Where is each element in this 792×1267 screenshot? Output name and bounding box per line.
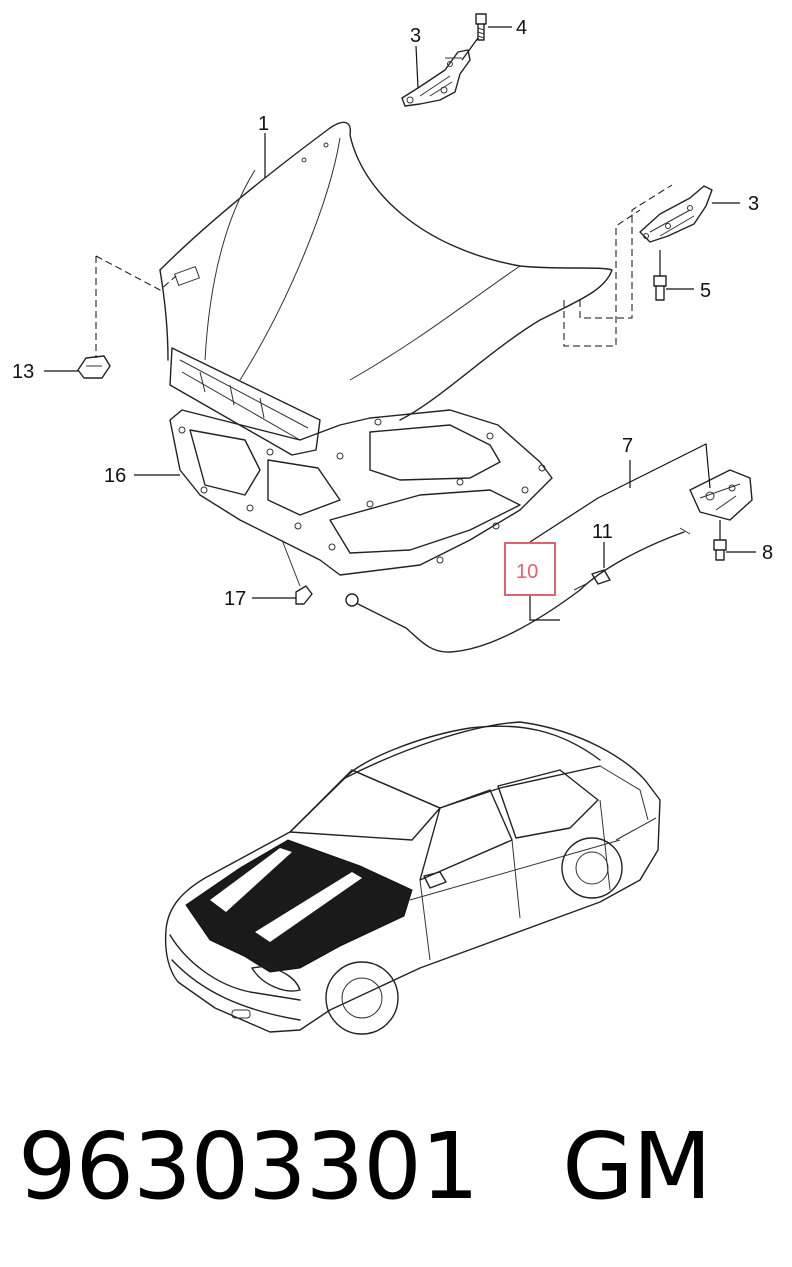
callout-1: 1: [258, 113, 269, 135]
parts-diagram: 1 3 4 3 5 13 16 7 11 8 10 17: [12, 13, 773, 1035]
callout-8: 8: [762, 542, 773, 564]
hood-latch-7: [689, 469, 753, 521]
brand-name: GM: [562, 1113, 712, 1220]
callout-13: 13: [12, 361, 34, 383]
callout-5: 5: [700, 280, 711, 302]
car-illustration: [164, 721, 661, 1035]
callout-3-right: 3: [748, 193, 759, 215]
callout-4: 4: [516, 17, 527, 39]
hinge-right: [639, 185, 713, 243]
bumper-13: [77, 355, 111, 379]
hood-insulator: [169, 409, 553, 576]
part-number: 96303301: [18, 1113, 479, 1220]
bolt-4: [475, 13, 487, 41]
callout-16: 16: [104, 465, 126, 487]
part-caption: 96303301 GM: [18, 1112, 778, 1222]
hood: [159, 121, 613, 456]
callout-17: 17: [224, 588, 246, 610]
bolt-8: [713, 539, 727, 561]
grommet-17: [295, 585, 313, 605]
callout-3-upper: 3: [410, 25, 421, 47]
callout-7: 7: [622, 435, 633, 457]
hinge-upper: [401, 49, 471, 107]
callout-11: 11: [592, 521, 613, 543]
highlight-box: [504, 542, 556, 596]
hood-release-cable: [345, 527, 691, 653]
bolt-5: [653, 275, 667, 301]
callout-10: 10: [516, 561, 538, 583]
